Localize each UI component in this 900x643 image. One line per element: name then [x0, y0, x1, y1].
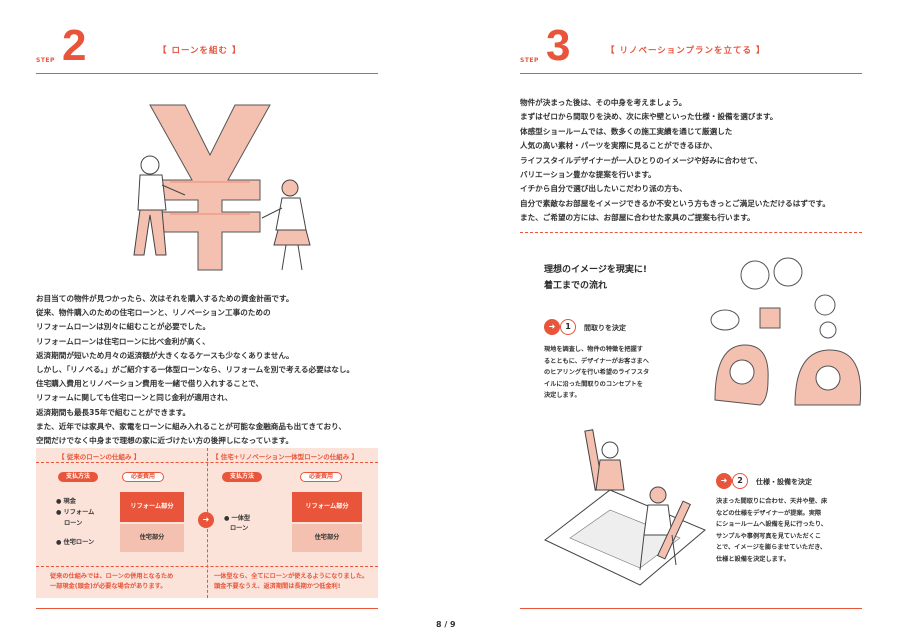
needed-cost-pill-right: 必要費用 — [300, 472, 342, 482]
step-label: STEP — [36, 57, 55, 64]
step2-description: 決まった間取りに合わせ、天井や壁、床 などの仕様をデザイナーが提案。実際 にショ… — [716, 498, 828, 563]
step2-body: お目当ての物件が見つかったら、次はそれを購入するための資金計画です。 従来、物件… — [36, 294, 355, 446]
floorplan-illustration — [544, 429, 706, 586]
needed-cost-pill: 必要費用 — [122, 472, 164, 482]
flow-title: 理想のイメージを現実に! 着工までの流れ — [544, 265, 647, 291]
arrow-right-icon: ➜ — [198, 512, 214, 528]
step1-arrow-icon: ➜ — [544, 319, 560, 335]
step1-description: 現地を調査し、物件の特徴を把握す るとともに、デザイナーがお客さまへ のヒアリン… — [544, 346, 650, 399]
section-title-right: 【 リノベーションプランを立てる 】 — [606, 46, 766, 56]
loan-comparison-diagram: 【 従来のローンの仕組み 】 【 住宅+リノベーション一体型ローンの仕組み 】 … — [36, 448, 378, 598]
integrated-items: ● 一体型 ローン — [224, 515, 251, 532]
step-number: 2 — [62, 21, 87, 70]
integrated-loan-heading: 【 住宅+リノベーション一体型ローンの仕組み 】 — [212, 453, 359, 461]
reform-part-box: リフォーム部分 — [120, 492, 184, 522]
house-part-box-right: 住宅部分 — [292, 524, 362, 552]
integrated-note: 一体型なら、全てにローンが使えるようになりました。 頭金不要なうえ、返済期間は長… — [214, 573, 369, 590]
step2-label: 仕様・設備を決定 — [756, 478, 812, 486]
reform-part-box-right: リフォーム部分 — [292, 492, 362, 522]
footer-divider-right — [520, 608, 862, 609]
step2-number: 2 — [732, 473, 748, 489]
pay-method-pill: 支払方法 — [58, 472, 98, 482]
step-label-right: STEP — [520, 57, 539, 64]
page-numbers: 8 / 9 — [436, 620, 456, 629]
section-dotted-divider — [520, 232, 862, 233]
step1-number: 1 — [560, 319, 576, 335]
header-divider — [36, 73, 378, 74]
pay-method-pill-right: 支払方法 — [222, 472, 262, 482]
step-number-right: 3 — [546, 21, 571, 70]
step3-body: 物件が決まった後は、その中身を考えましょう。 まずはゼロから間取りを決め、次に床… — [520, 98, 830, 223]
ideas-illustration — [710, 257, 862, 406]
yen-illustration — [133, 104, 311, 271]
header-divider-right — [520, 73, 862, 74]
footer-divider-left — [36, 608, 378, 609]
step1-label: 間取りを決定 — [584, 324, 626, 332]
traditional-loan-heading: 【 従来のローンの仕組み 】 — [58, 453, 141, 461]
house-part-box: 住宅部分 — [120, 524, 184, 552]
traditional-note: 従来の仕組みでは、ローンの併用となるため 一部現金(頭金)が必要な場合があります… — [50, 573, 174, 590]
section-title: 【 ローンを組む 】 — [158, 46, 242, 56]
traditional-items: ● 現金 ● リフォーム ローン ● 住宅ローン — [56, 498, 95, 546]
step2-arrow-icon: ➜ — [716, 473, 732, 489]
